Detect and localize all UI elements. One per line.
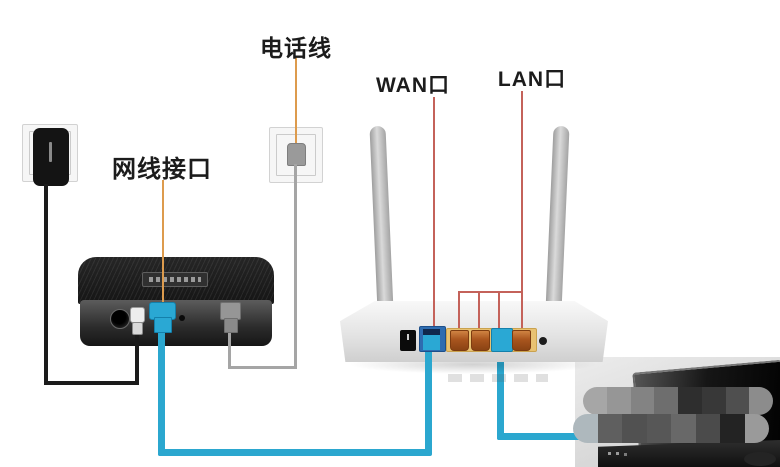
ethernet-cable2-segment xyxy=(497,345,504,440)
pointer-line-phone-line xyxy=(295,57,297,149)
pointer-line-lan-cable-jack xyxy=(162,180,164,308)
power-plug-connector-lower xyxy=(132,322,143,335)
router-reflection xyxy=(448,374,548,382)
label-phone-line: 电话线 xyxy=(260,35,332,61)
censor-pixel xyxy=(678,387,702,415)
power-plug-connector xyxy=(130,307,145,323)
censor-pixel xyxy=(573,414,598,443)
router-wan-port xyxy=(419,326,446,352)
phone-plug xyxy=(287,143,306,166)
power-cable-segment xyxy=(44,381,139,385)
phone-cable-segment xyxy=(228,366,297,369)
censor-pixel xyxy=(622,414,647,443)
router-lan-port4-plug xyxy=(512,330,531,351)
ethernet-cable1-segment xyxy=(158,330,165,456)
ethernet-cable1-segment xyxy=(425,346,432,454)
router-antenna-left xyxy=(369,125,394,323)
ethernet-cable1-segment xyxy=(158,449,432,456)
router-power-port xyxy=(400,330,416,351)
modem-rear-panel xyxy=(80,300,272,346)
power-cable-segment xyxy=(135,332,139,385)
power-adapter-logo xyxy=(49,142,52,162)
modem-phone-port-plug-lower xyxy=(224,318,238,333)
router-wan-port-slot xyxy=(423,329,440,335)
router-shadow xyxy=(348,358,598,374)
pointer-line-wan xyxy=(433,97,435,330)
computer-mouse xyxy=(744,452,776,466)
pointer-line-lan-main xyxy=(521,91,523,330)
label-lan-cable-jack: 网线接口 xyxy=(112,156,212,183)
pointer-line-lan-drop3 xyxy=(498,291,500,329)
router-lan-port3-blue-plug xyxy=(491,328,513,352)
computer-base-lights xyxy=(608,452,611,455)
censor-pixel xyxy=(720,414,745,443)
phone-cable-segment xyxy=(294,164,297,369)
router-antenna-right xyxy=(545,125,570,323)
router-lan-port2-plug xyxy=(471,330,490,351)
modem-top-shell xyxy=(78,257,274,304)
label-lan-port: LAN口 xyxy=(497,68,567,91)
censor-pixel xyxy=(701,387,726,415)
censor-mosaic-row1 xyxy=(583,387,773,415)
censor-pixel xyxy=(744,414,769,443)
modem-lan-plug-lower xyxy=(154,317,172,333)
power-adapter xyxy=(33,128,69,186)
pointer-line-lan-drop1 xyxy=(458,291,460,329)
router-power-port-mark xyxy=(407,334,409,340)
censor-pixel xyxy=(695,414,720,443)
censor-mosaic-row2 xyxy=(573,414,769,443)
censor-pixel xyxy=(606,387,631,415)
phone-cable-segment xyxy=(228,331,231,369)
pointer-line-lan-bar xyxy=(458,291,523,293)
censor-pixel xyxy=(630,387,655,415)
censor-pixel xyxy=(725,387,750,415)
pointer-line-lan-drop2 xyxy=(478,291,480,329)
censor-pixel xyxy=(671,414,696,443)
censor-pixel xyxy=(749,387,773,415)
modem-brand-text-blur xyxy=(149,277,201,282)
label-wan-port: WAN口 xyxy=(376,74,450,97)
modem-brand-plate xyxy=(142,272,208,287)
power-cable-segment xyxy=(44,184,48,385)
censor-pixel xyxy=(646,414,671,443)
censor-pixel xyxy=(597,414,622,443)
router-wps-button xyxy=(539,337,547,345)
modem-reset-hole xyxy=(179,315,185,321)
censor-pixel xyxy=(654,387,678,415)
censor-pixel xyxy=(583,387,607,415)
modem-power-button xyxy=(110,309,130,329)
router-lan-port1-plug xyxy=(450,330,469,351)
router-wan-plug xyxy=(423,335,440,350)
ethernet-cable2-segment xyxy=(497,433,580,440)
